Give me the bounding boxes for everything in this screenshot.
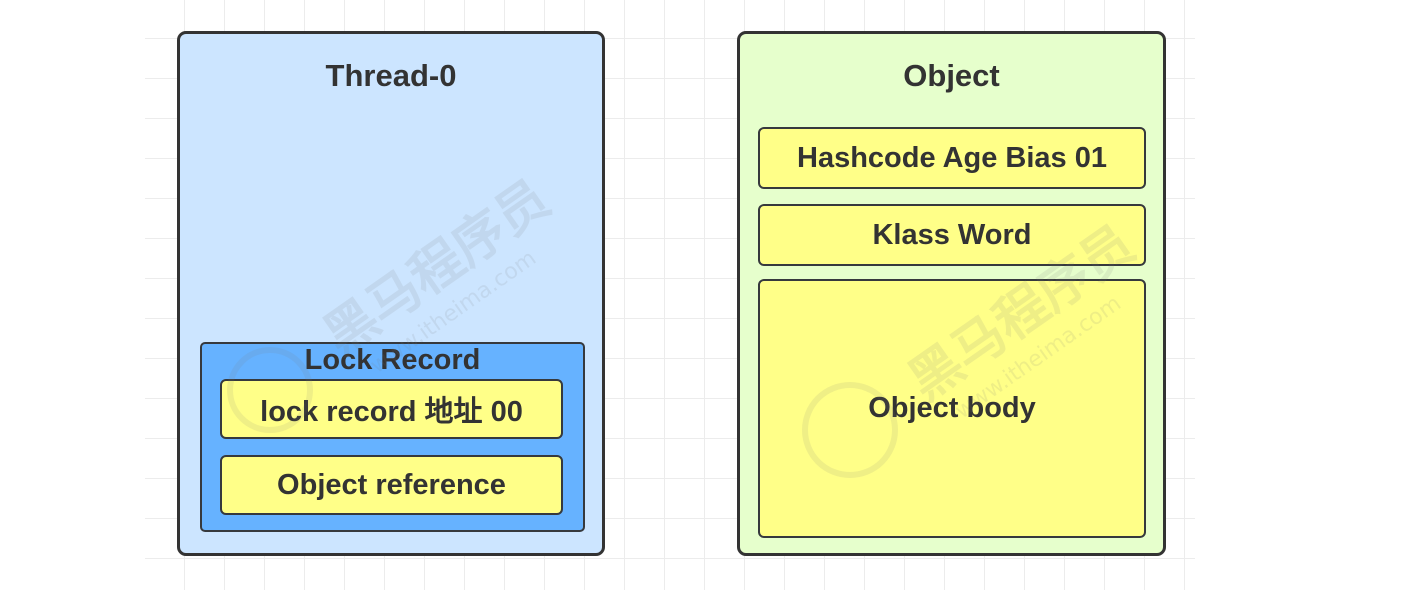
lock-record-title: Lock Record: [304, 344, 481, 376]
object-body-cell: Object body: [758, 279, 1146, 538]
thread-0-title: Thread-0: [325, 58, 457, 93]
lock-record-address-cell: lock record 地址 00: [220, 379, 563, 439]
object-title: Object: [903, 58, 1000, 93]
mark-word-cell: Hashcode Age Bias 01: [758, 127, 1146, 189]
klass-word-cell: Klass Word: [758, 204, 1146, 266]
object-reference-cell: Object reference: [220, 455, 563, 515]
